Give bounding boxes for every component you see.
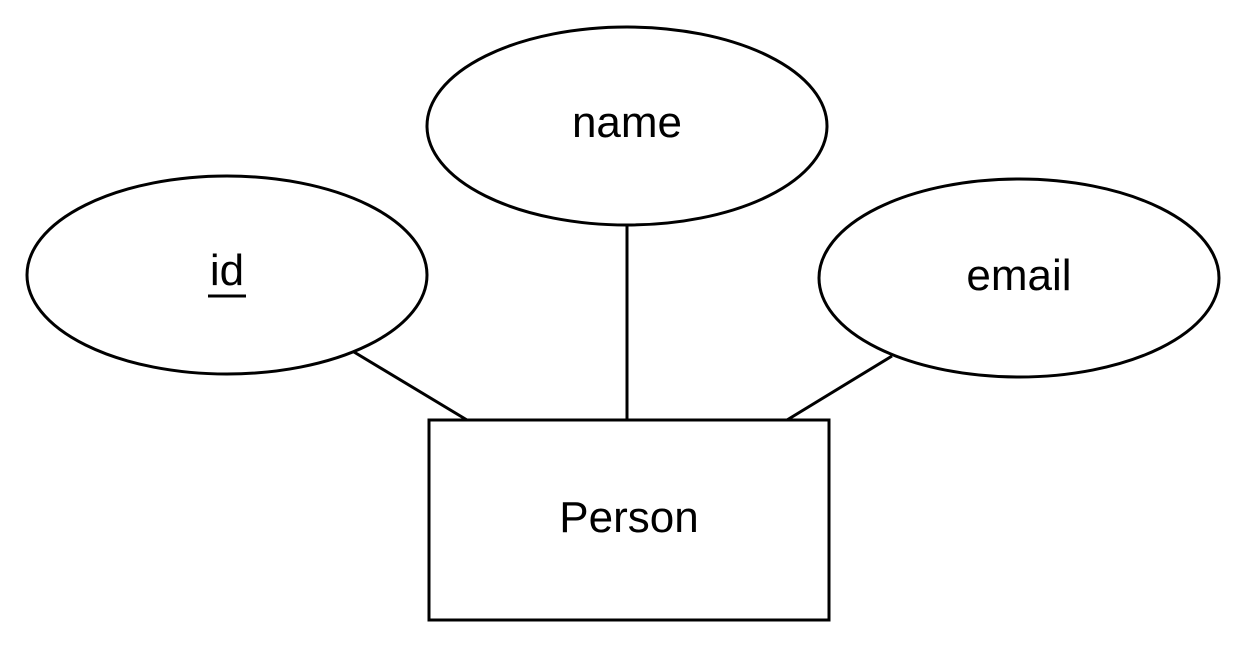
connector-id-person [353,350,468,422]
attribute-email-ellipse [817,177,1221,379]
attribute-id[interactable]: id [25,174,429,376]
entity-person-box [427,418,831,622]
entity-person[interactable]: Person [427,418,831,622]
entity-person-label: Person [559,493,698,542]
attribute-id-ellipse [25,174,429,376]
attribute-email[interactable]: email [817,177,1221,379]
connector-email-person [786,354,893,422]
attribute-name-label: name [572,98,682,147]
attribute-name-ellipse [425,25,829,227]
attribute-email-label: email [966,251,1071,300]
attribute-name[interactable]: name [425,25,829,227]
attribute-id-label: id [210,246,244,295]
